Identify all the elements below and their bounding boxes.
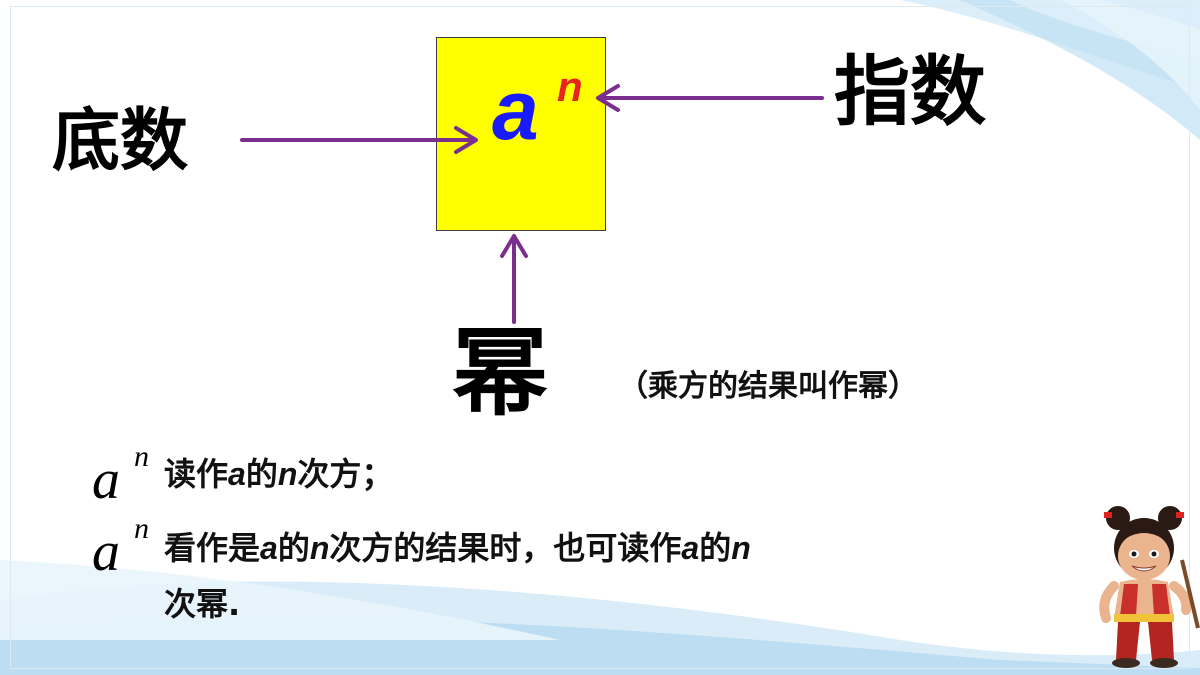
note-1-var-a: a [228, 456, 246, 492]
note-1-formula-exponent: n [134, 440, 149, 473]
note-2-var-n: n [309, 530, 330, 566]
note-2-var-n: n [731, 530, 751, 566]
note-2-formula-base: a [92, 521, 120, 583]
note-1-formula: a n [92, 442, 162, 512]
note-1-text: 读作a的n次方； [164, 450, 393, 498]
exponent-label: 指数 [834, 47, 986, 136]
power-label: 幂 [452, 317, 548, 429]
note-1-segment: 的 [245, 455, 278, 493]
note-2-segment: 的 [699, 529, 732, 567]
note-2-var-a: a [681, 530, 700, 566]
note-2-text: 看作是a的n次方的结果时，也可读作a的n [164, 524, 751, 572]
cartoon-mascot-icon [1099, 506, 1200, 668]
power-note: （乘方的结果叫作幂） [618, 369, 918, 404]
note-2-formula: a n [92, 514, 162, 584]
note-1-segment: 次方； [297, 455, 394, 493]
base-letter: a [492, 63, 539, 157]
base-arrow [240, 126, 478, 154]
note-1-var-n: n [277, 456, 298, 492]
note-2-continuation: 次幂. [164, 585, 241, 623]
note-2-var-a: a [260, 530, 278, 566]
note-1-segment: 读作 [164, 455, 229, 493]
base-label: 底数 [52, 102, 189, 181]
exponent-letter: n [557, 63, 583, 110]
slide-frame [10, 6, 1190, 669]
note-2-segment: 次方的结果时，也可读作 [329, 529, 682, 567]
power-arrow [500, 234, 528, 324]
note-2-segment: 的 [277, 529, 310, 567]
note-2-formula-exponent: n [134, 512, 149, 545]
note-1-formula-base: a [92, 449, 120, 511]
exponent-arrow [596, 84, 824, 112]
note-2-segment: 看作是 [164, 529, 261, 567]
